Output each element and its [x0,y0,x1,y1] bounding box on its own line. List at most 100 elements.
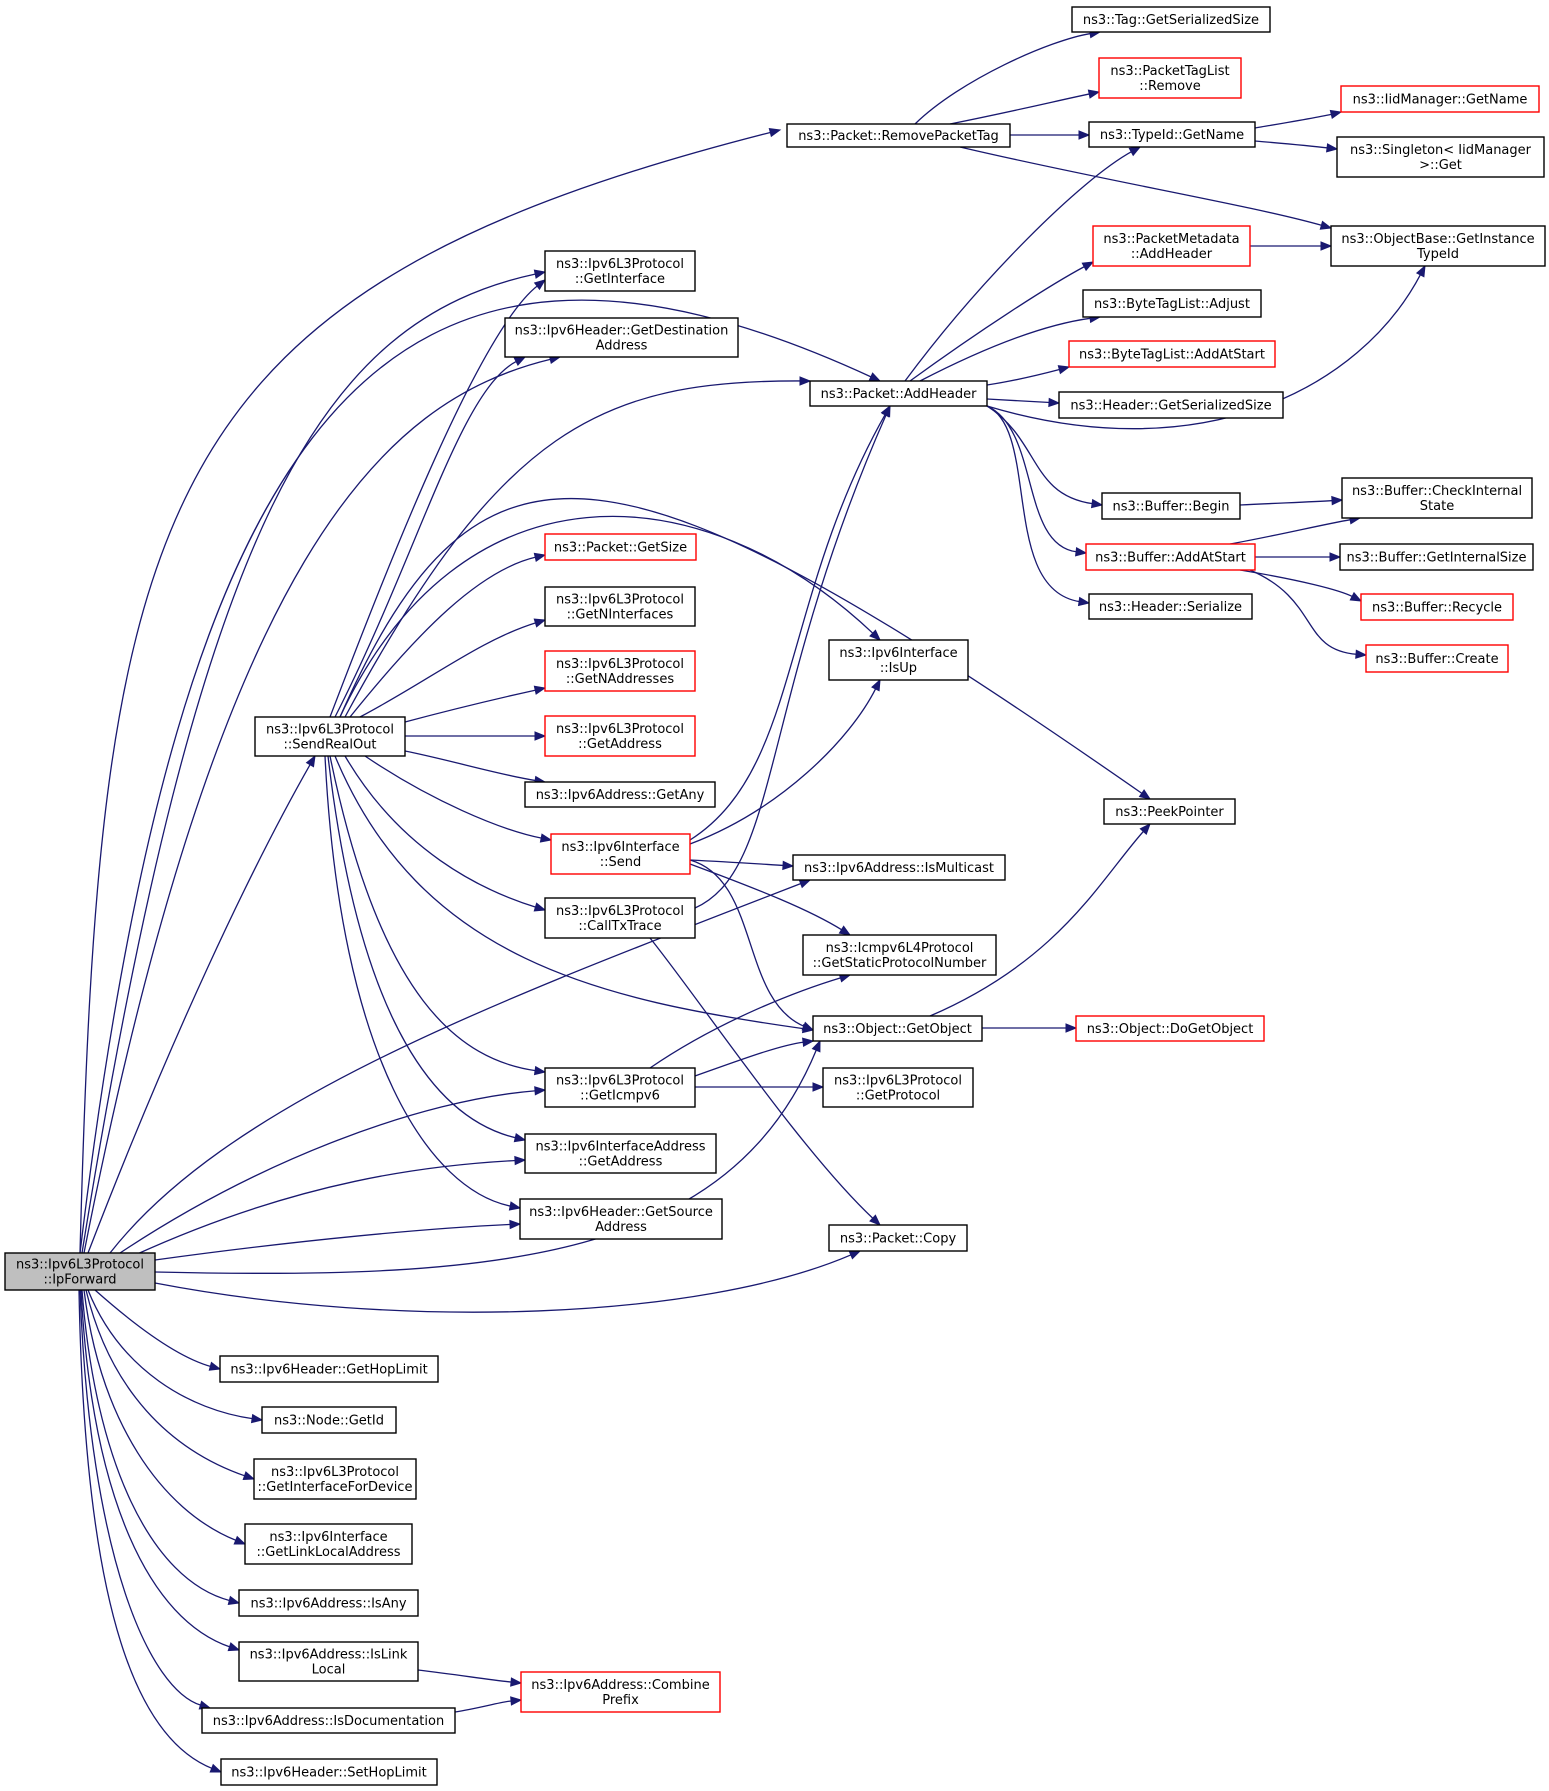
node-label-line: ns3::ByteTagList::Adjust [1094,297,1250,312]
arrowhead [869,629,881,641]
node-label-line: ns3::Ipv6L3Protocol [556,257,684,272]
node-l3-getprotocol[interactable]: ns3::Ipv6L3Protocol::GetProtocol [822,1067,974,1108]
node-l3-getinterfacefordevice[interactable]: ns3::Ipv6L3Protocol::GetInterfaceForDevi… [253,1458,417,1500]
edge-layer [78,28,1426,1773]
node-object-dogetobject[interactable]: ns3::Object::DoGetObject [1075,1015,1265,1042]
node-label-line: ::GetAddress [579,1155,663,1170]
node-box [1340,85,1540,113]
node-box [1330,225,1546,267]
arrowhead [533,685,547,695]
edge-buffer_addatstart-to-buffer_recycle [1239,569,1363,602]
node-buffer-create[interactable]: ns3::Buffer::Create [1365,644,1509,673]
node-label-line: ns3::Ipv6Header::GetDestination [515,324,729,339]
node-ipv6interface-isup[interactable]: ns3::Ipv6Interface::IsUp [828,639,969,681]
node-ipv6interface-send[interactable]: ns3::Ipv6Interface::Send [550,833,691,875]
arrowhead [533,269,547,279]
node-l3-getaddress[interactable]: ns3::Ipv6L3Protocol::GetAddress [544,715,696,757]
node-buffer-begin[interactable]: ns3::Buffer::Begin [1101,492,1241,520]
node-ipv6interface-getlinklocaladdress[interactable]: ns3::Ipv6Interface::GetLinkLocalAddress [244,1523,413,1565]
node-packettaglist-remove[interactable]: ns3::PacketTagList::Remove [1098,57,1242,99]
node-singleton-get[interactable]: ns3::Singleton< IidManager>::Get [1336,136,1545,178]
node-label-line: ns3::Ipv6L3Protocol [556,593,684,608]
node-box [828,639,969,681]
edge-l3_sendrealout-to-l3_calltxtrace [344,755,547,912]
arrowhead [514,1155,527,1166]
arrowhead [533,552,547,562]
edge-l3_sendrealout-to-ipv6interface_send [364,755,553,843]
arrowhead [534,1086,547,1096]
node-peekpointer[interactable]: ns3::PeekPointer [1103,798,1236,825]
node-box [201,1707,456,1734]
node-label-line: ns3::Ipv6L3Protocol [16,1258,144,1273]
node-label-line: ns3::Ipv6L3Protocol [834,1074,962,1089]
node-bytetaglist-adjust[interactable]: ns3::ByteTagList::Adjust [1082,289,1262,318]
node-l3-calltxtrace[interactable]: ns3::Ipv6L3Protocol::CallTxTrace [544,897,696,939]
node-label-line: ns3::Ipv6Address::IsMulticast [804,861,994,876]
node-label-line: ::SendRealOut [283,738,376,753]
arrowhead [1048,397,1061,408]
node-box [1071,6,1271,33]
node-hdr-gethoplimit[interactable]: ns3::Ipv6Header::GetHopLimit [219,1355,439,1383]
node-addr-isdocumentation[interactable]: ns3::Ipv6Address::IsDocumentation [201,1707,456,1734]
node-bytetaglist-addatstart[interactable]: ns3::ByteTagList::AddAtStart [1068,340,1276,368]
edge-ipforward-to-node_getid [87,1289,264,1424]
edge-l3_sendrealout-to-hdr_getdestinationaddress [334,356,527,718]
node-box [786,123,1011,148]
edge-packet_addheader-to-header_serialize [986,405,1091,607]
node-addr-getany[interactable]: ns3::Ipv6Address::GetAny [524,781,716,808]
arrowhead [868,372,882,382]
arrowhead [513,1132,527,1143]
node-l3-getinterface[interactable]: ns3::Ipv6L3Protocol::GetInterface [544,250,696,292]
node-removepackettag[interactable]: ns3::Packet::RemovePacketTag [786,123,1011,148]
node-l3-geticmpv6[interactable]: ns3::Ipv6L3Protocol::GetIcmpv6 [544,1067,696,1108]
node-tag-getserializedsize[interactable]: ns3::Tag::GetSerializedSize [1071,6,1271,33]
node-node-getid[interactable]: ns3::Node::GetId [261,1406,397,1434]
node-iidmanager-getname[interactable]: ns3::IidManager::GetName [1340,85,1540,113]
node-icmpv6-getstaticprotocolnumber[interactable]: ns3::Icmpv6L4Protocol::GetStaticProtocol… [802,934,997,976]
arrowhead [798,879,812,889]
node-hdr-sethoplimit[interactable]: ns3::Ipv6Header::SetHopLimit [220,1758,438,1786]
node-l3-getnaddresses[interactable]: ns3::Ipv6L3Protocol::GetNAddresses [544,650,696,692]
node-box [1103,798,1236,825]
node-label-line: State [1420,499,1454,514]
node-addr-isany[interactable]: ns3::Ipv6Address::IsAny [238,1589,419,1617]
node-label-line: ::GetIcmpv6 [580,1089,660,1104]
node-buffer-getinternalsize[interactable]: ns3::Buffer::GetInternalSize [1339,543,1534,571]
node-header-getserializedsize[interactable]: ns3::Header::GetSerializedSize [1058,391,1284,419]
node-box [544,897,696,939]
node-typeid-getname[interactable]: ns3::TypeId::GetName [1088,121,1256,148]
node-packet-getsize[interactable]: ns3::Packet::GetSize [544,533,697,561]
node-addr-ismulticast[interactable]: ns3::Ipv6Address::IsMulticast [792,854,1006,881]
edge-packetmetadata_addheader-to-objectbase_getinstancetypeid [1249,241,1333,251]
node-buffer-recycle[interactable]: ns3::Buffer::Recycle [1360,593,1514,621]
arrowhead [1065,1023,1078,1033]
edge-addr_isdocumentation-to-addr_combineprefix [454,1696,523,1713]
node-l3-sendrealout[interactable]: ns3::Ipv6L3Protocol::SendRealOut [254,716,406,757]
node-buffer-addatstart[interactable]: ns3::Buffer::AddAtStart [1085,543,1256,571]
node-l3-getninterfaces[interactable]: ns3::Ipv6L3Protocol::GetNInterfaces [544,586,696,627]
node-label-line: ns3::PacketTagList [1110,64,1229,79]
node-ipforward[interactable]: ns3::Ipv6L3Protocol::IpForward [4,1252,156,1291]
edge-removepackettag-to-tag_getserializedsize [914,28,1102,125]
node-header-serialize[interactable]: ns3::Header::Serialize [1088,593,1253,620]
node-ifaddr-getaddress[interactable]: ns3::Ipv6InterfaceAddress::GetAddress [524,1133,717,1174]
node-label-line: ns3::Buffer::CheckInternal [1352,484,1522,499]
node-box [261,1406,397,1434]
node-packetmetadata-addheader[interactable]: ns3::PacketMetadata::AddHeader [1092,225,1251,267]
edge-packet_addheader-to-header_getserializedsize [986,397,1061,408]
arrowhead [513,356,527,366]
node-object-getobject[interactable]: ns3::Object::GetObject [812,1015,983,1042]
node-label-line: ::GetInterfaceForDevice [258,1480,413,1495]
node-label-line: ns3::PacketMetadata [1103,232,1239,247]
node-box [524,1133,717,1174]
edge-l3_sendrealout-to-packet_getsize [349,552,547,718]
node-packet-copy[interactable]: ns3::Packet::Copy [828,1224,968,1252]
node-packet-addheader[interactable]: ns3::Packet::AddHeader [809,380,988,407]
